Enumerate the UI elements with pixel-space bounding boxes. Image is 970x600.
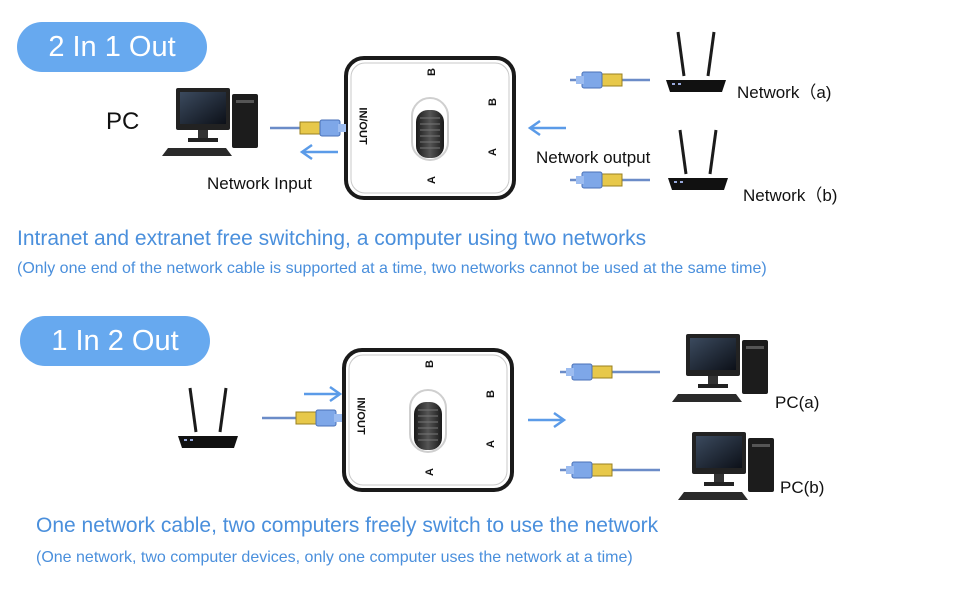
section1-caption: Intranet and extranet free switching, a … <box>17 227 647 250</box>
port-label-b: B <box>484 390 497 398</box>
port-label-a: A <box>484 440 497 448</box>
pc-b-label: PC(b) <box>780 478 825 497</box>
pc-label: PC <box>106 108 140 135</box>
network-output-label: Network output <box>536 148 651 167</box>
port-label-b: B <box>423 360 436 368</box>
badge-1in2out: 1 In 2 Out <box>20 316 210 366</box>
router-b-label: Network（b) <box>743 186 838 205</box>
port-label-b: B <box>486 98 499 106</box>
port-label-a: A <box>486 148 499 156</box>
section2-caption: One network cable, two computers freely … <box>36 514 659 537</box>
section1-subcaption: (Only one end of the network cable is su… <box>17 260 767 277</box>
network-input-label: Network Input <box>207 174 312 193</box>
port-label-inout: IN/OUT <box>356 107 369 145</box>
port-label-a: A <box>423 468 436 476</box>
port-label-a: A <box>425 176 438 184</box>
port-label-b: B <box>425 68 438 76</box>
pc-a-label: PC(a) <box>775 393 820 412</box>
badge-2in1out: 2 In 1 Out <box>17 22 207 72</box>
port-label-inout: IN/OUT <box>354 397 367 435</box>
section2-subcaption: (One network, two computer devices, only… <box>36 549 633 566</box>
router-a-label: Network（a) <box>737 83 832 102</box>
